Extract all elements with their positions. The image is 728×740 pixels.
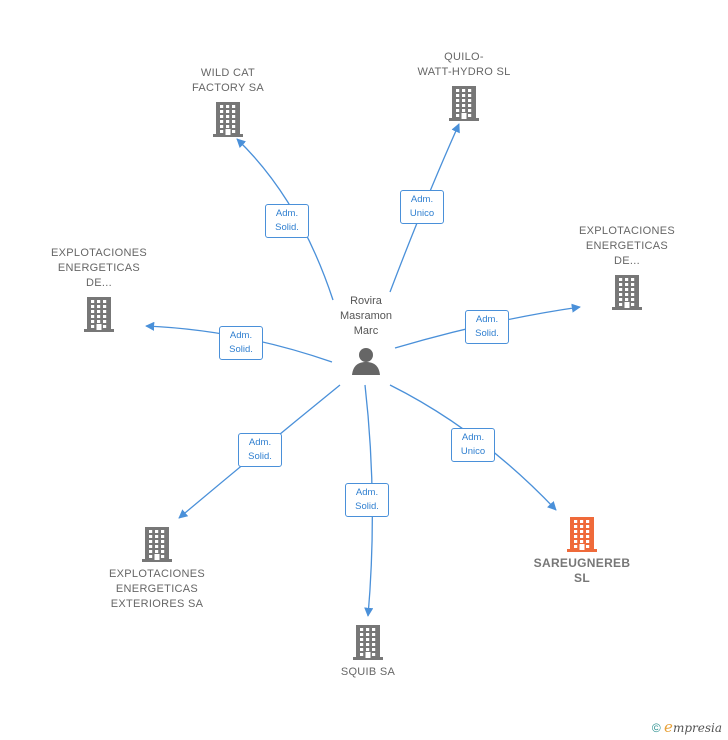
relation-line-2: Solid. bbox=[475, 328, 499, 339]
relation-label-explot-ext[interactable]: Adm. Solid. bbox=[238, 433, 282, 467]
person-name-line-2: Masramon bbox=[340, 310, 392, 322]
relation-line-1: Adm. bbox=[410, 194, 434, 205]
company-name-line-2: ENERGETICAS bbox=[115, 583, 199, 595]
relation-line-1: Adm. bbox=[355, 487, 379, 498]
building-icon bbox=[39, 296, 159, 332]
company-name-line-3: DE... bbox=[86, 277, 112, 289]
person-icon bbox=[352, 348, 380, 375]
relation-line-2: Unico bbox=[460, 446, 486, 457]
person-name-line-3: Marc bbox=[353, 325, 379, 337]
empresia-logo-initial: e bbox=[664, 718, 673, 736]
company-squib[interactable]: SQUIB SA bbox=[318, 624, 418, 680]
company-name-line-3: DE... bbox=[614, 255, 640, 267]
company-name-line-2: WATT-HYDRO SL bbox=[417, 66, 511, 78]
person-name-line-1: Rovira bbox=[350, 295, 382, 307]
company-explot-right[interactable]: EXPLOTACIONES ENERGETICAS DE... bbox=[567, 224, 687, 310]
empresia-logo-text: mpresia bbox=[672, 721, 722, 735]
building-icon bbox=[522, 516, 642, 552]
company-quilo[interactable]: QUILO- WATT-HYDRO SL bbox=[404, 50, 524, 121]
company-name-line-2: ENERGETICAS bbox=[57, 262, 141, 274]
copyright-icon: © bbox=[651, 721, 661, 735]
company-sareug[interactable]: SAREUGNEREB SL bbox=[522, 516, 642, 586]
company-name-line-1: EXPLOTACIONES bbox=[51, 247, 147, 259]
company-name-line-1: SAREUGNEREB bbox=[533, 556, 631, 570]
relation-line-1: Adm. bbox=[248, 437, 272, 448]
relation-line-2: Solid. bbox=[248, 451, 272, 462]
company-wild-cat[interactable]: WILD CAT FACTORY SA bbox=[168, 66, 288, 137]
relation-label-explot-left[interactable]: Adm. Solid. bbox=[219, 326, 263, 360]
company-name-line-1: EXPLOTACIONES bbox=[579, 225, 675, 237]
relation-line-1: Adm. bbox=[475, 314, 499, 325]
company-name-line-2: SL bbox=[574, 571, 590, 585]
relation-label-explot-right[interactable]: Adm. Solid. bbox=[465, 310, 509, 344]
relation-line-1: Adm. bbox=[275, 208, 299, 219]
relation-line-2: Solid. bbox=[275, 222, 299, 233]
center-person[interactable]: Rovira Masramon Marc bbox=[323, 294, 409, 377]
relation-line-2: Solid. bbox=[355, 501, 379, 512]
relation-label-quilo[interactable]: Adm. Unico bbox=[400, 190, 444, 224]
relation-label-wild-cat[interactable]: Adm. Solid. bbox=[265, 204, 309, 238]
company-name-line-1: SQUIB SA bbox=[340, 666, 396, 678]
building-icon bbox=[92, 526, 222, 562]
building-icon bbox=[567, 274, 687, 310]
company-name-line-3: EXTERIORES SA bbox=[110, 598, 204, 610]
relation-line-1: Adm. bbox=[461, 432, 485, 443]
company-explot-left[interactable]: EXPLOTACIONES ENERGETICAS DE... bbox=[39, 246, 159, 332]
relation-label-squib[interactable]: Adm. Solid. bbox=[345, 483, 389, 517]
building-icon bbox=[404, 85, 524, 121]
company-explot-ext[interactable]: EXPLOTACIONES ENERGETICAS EXTERIORES SA bbox=[92, 526, 222, 612]
company-name-line-1: EXPLOTACIONES bbox=[109, 568, 205, 580]
relation-line-2: Unico bbox=[409, 208, 435, 219]
building-icon bbox=[168, 101, 288, 137]
relation-line-1: Adm. bbox=[229, 330, 253, 341]
company-name-line-2: ENERGETICAS bbox=[585, 240, 669, 252]
relation-line-2: Solid. bbox=[229, 344, 253, 355]
company-name-line-1: QUILO- bbox=[444, 51, 484, 63]
footer-brand[interactable]: © empresia bbox=[652, 718, 722, 736]
company-name-line-2: FACTORY SA bbox=[191, 82, 265, 94]
building-icon bbox=[318, 624, 418, 660]
company-name-line-1: WILD CAT bbox=[200, 67, 256, 79]
relation-label-sareug[interactable]: Adm. Unico bbox=[451, 428, 495, 462]
